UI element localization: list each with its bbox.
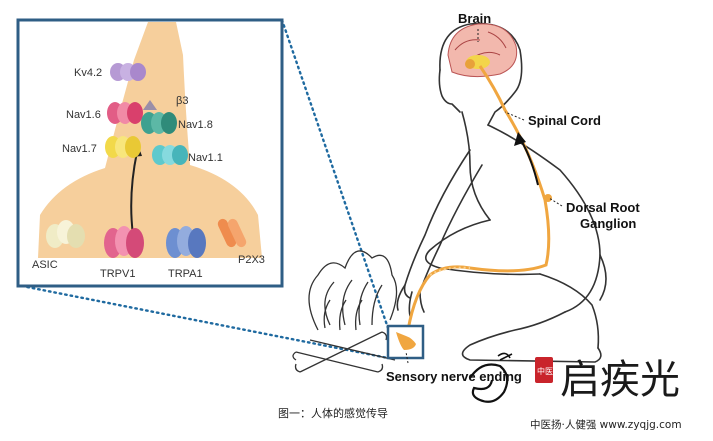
label-asic: ASIC bbox=[32, 259, 58, 271]
label-p2x3: P2X3 bbox=[238, 254, 265, 266]
watermark-subline: 中医扬·人健强 www.zyqjg.com bbox=[530, 418, 682, 431]
ascending-arrow bbox=[514, 132, 539, 186]
label-trpa1: TRPA1 bbox=[168, 268, 203, 280]
kv42-channel bbox=[110, 63, 146, 81]
signal-arrow bbox=[130, 151, 138, 236]
label-nav18: Nav1.8 bbox=[178, 119, 213, 131]
brand-logo-text: 启疾光 bbox=[560, 357, 680, 403]
label-dorsal-root: Dorsal Root bbox=[566, 200, 640, 215]
seal-text: 中医 bbox=[537, 366, 553, 376]
watermark-logo: 中医 启疾光 中医扬·人健强 www.zyqjg.com bbox=[469, 352, 682, 431]
label-leaders bbox=[405, 29, 563, 364]
asic-channel bbox=[46, 220, 85, 248]
sensory-ending-box bbox=[386, 324, 425, 360]
nav11-channel bbox=[152, 145, 188, 165]
ion-channel-inset: Kv4.2 Nav1.6 β3 Nav1.8 Nav1.7 Nav1.1 ASI… bbox=[16, 18, 284, 288]
label-sensory-nerve-ending: Sensory nerve ending bbox=[386, 369, 522, 384]
nav17-channel bbox=[105, 136, 141, 158]
nav18-channel bbox=[141, 112, 177, 134]
label-nav16: Nav1.6 bbox=[66, 109, 101, 121]
nav16-channel bbox=[107, 102, 143, 124]
label-trpv1: TRPV1 bbox=[100, 268, 135, 280]
label-nav17: Nav1.7 bbox=[62, 143, 97, 155]
trpv1-channel bbox=[104, 226, 144, 258]
brain-illustration bbox=[447, 23, 518, 78]
label-kv42: Kv4.2 bbox=[74, 67, 102, 79]
p2x3-channel bbox=[217, 218, 247, 248]
seal-stamp bbox=[535, 357, 553, 383]
label-spinal-cord: Spinal Cord bbox=[528, 113, 601, 128]
zoom-connector-lines bbox=[20, 18, 390, 360]
label-beta3: β3 bbox=[176, 95, 188, 107]
human-figure bbox=[396, 22, 607, 363]
label-nav11: Nav1.1 bbox=[188, 152, 223, 164]
label-ganglion: Ganglion bbox=[580, 216, 636, 231]
trpa1-channel bbox=[166, 226, 206, 258]
pain-pathway bbox=[406, 65, 552, 331]
beta3-subunit bbox=[143, 100, 157, 110]
fire-illustration bbox=[292, 250, 398, 373]
nerve-terminal bbox=[38, 22, 262, 258]
label-brain: Brain bbox=[458, 11, 491, 26]
figure-caption: 图一：人体的感觉传导 bbox=[278, 406, 388, 420]
